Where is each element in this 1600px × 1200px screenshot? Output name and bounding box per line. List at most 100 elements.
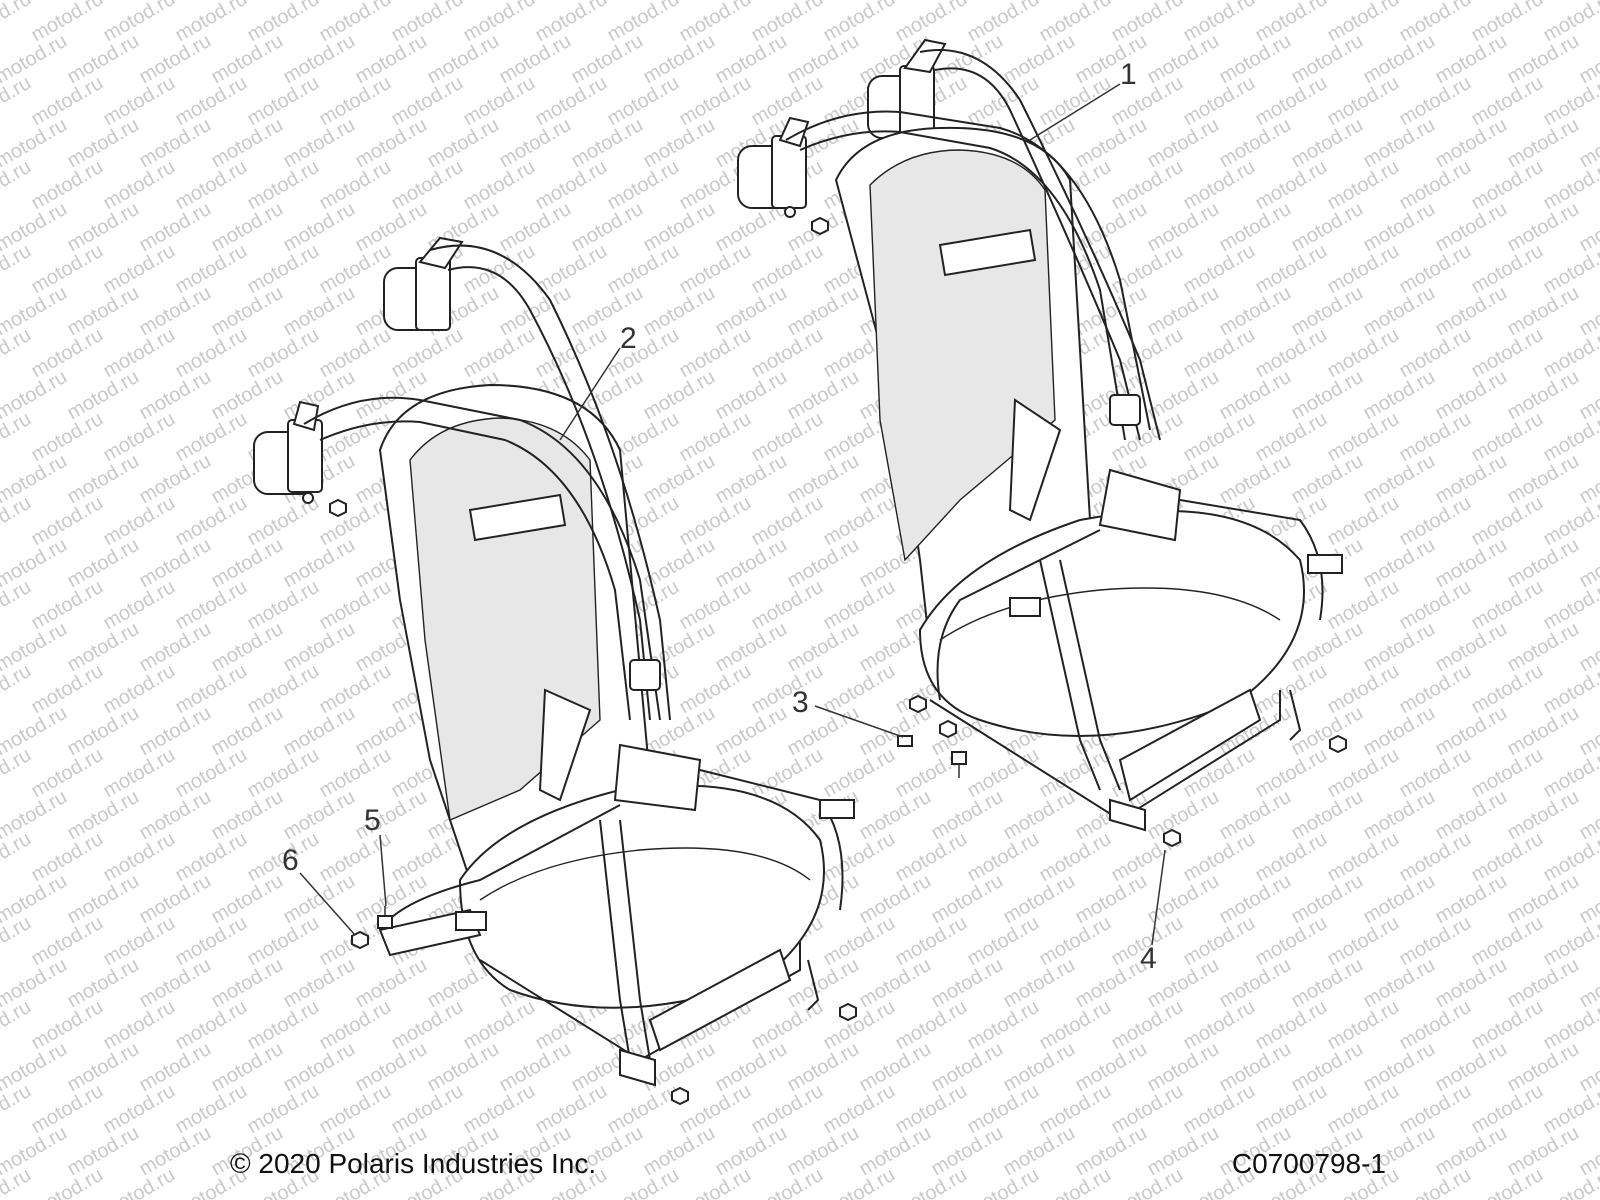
watermark-text: motod.ru	[1108, 324, 1187, 383]
watermark-text: motod.ru	[1396, 0, 1475, 46]
watermark-text: motod.ru	[280, 282, 359, 341]
watermark-text: motod.ru	[280, 870, 359, 929]
watermark-text: motod.ru	[1252, 744, 1331, 803]
watermark-text: motod.ru	[64, 282, 143, 341]
watermark-text: motod.ru	[1216, 282, 1295, 341]
watermark-text: motod.ru	[28, 0, 107, 46]
watermark-text: motod.ru	[1108, 0, 1187, 46]
watermark-text: motod.ru	[280, 618, 359, 677]
watermark-text: motod.ru	[1504, 366, 1583, 425]
watermark-text: motod.ru	[532, 240, 611, 299]
watermark-text: motod.ru	[1000, 870, 1079, 929]
watermark-text: motod.ru	[1504, 1122, 1583, 1181]
watermark-text: motod.ru	[1036, 72, 1115, 131]
watermark-text: motod.ru	[964, 912, 1043, 971]
watermark-text: motod.ru	[1072, 30, 1151, 89]
watermark-text: motod.ru	[1468, 912, 1547, 971]
watermark-text: motod.ru	[784, 1122, 863, 1181]
watermark-text: motod.ru	[712, 534, 791, 593]
watermark-text: motod.ru	[352, 954, 431, 1013]
watermark-text: motod.ru	[460, 0, 539, 46]
watermark-text: motod.ru	[1324, 492, 1403, 551]
watermark-text: motod.ru	[1432, 534, 1511, 593]
watermark-text: motod.ru	[532, 156, 611, 215]
watermark-text: motod.ru	[820, 576, 899, 635]
watermark-text: motod.ru	[64, 198, 143, 257]
watermark-text: motod.ru	[1396, 660, 1475, 719]
watermark-text: motod.ru	[1360, 114, 1439, 173]
watermark-text: motod.ru	[1432, 786, 1511, 845]
watermark-text: motod.ru	[1252, 1080, 1331, 1139]
watermark-text: motod.ru	[208, 702, 287, 761]
watermark-text: motod.ru	[28, 996, 107, 1055]
watermark-text: motod.ru	[712, 702, 791, 761]
watermark-text: motod.ru	[100, 0, 179, 46]
callout-4: 4	[1140, 942, 1157, 975]
watermark-text: motod.ru	[1324, 576, 1403, 635]
watermark-text: motod.ru	[1360, 870, 1439, 929]
watermark-text: motod.ru	[1324, 240, 1403, 299]
watermark-text: motod.ru	[604, 72, 683, 131]
watermark-text: motod.ru	[1432, 198, 1511, 257]
watermark-text: motod.ru	[676, 408, 755, 467]
watermark-text: motod.ru	[1360, 618, 1439, 677]
watermark-text: motod.ru	[280, 30, 359, 89]
watermark-text: motod.ru	[136, 198, 215, 257]
watermark-text: motod.ru	[1504, 786, 1583, 845]
watermark-text: motod.ru	[1288, 366, 1367, 425]
watermark-text: motod.ru	[64, 366, 143, 425]
watermark-text: motod.ru	[208, 1038, 287, 1097]
watermark-text: motod.ru	[856, 1038, 935, 1097]
watermark-text: motod.ru	[172, 408, 251, 467]
watermark-text: motod.ru	[1000, 786, 1079, 845]
watermark-text: motod.ru	[1396, 912, 1475, 971]
watermark-text: motod.ru	[1036, 0, 1115, 46]
watermark-text: motod.ru	[28, 72, 107, 131]
watermark-text: motod.ru	[1180, 828, 1259, 887]
watermark-text: motod.ru	[748, 660, 827, 719]
hardware-group-5-6	[351, 906, 393, 950]
watermark-text: motod.ru	[532, 1080, 611, 1139]
watermark-text: motod.ru	[928, 1122, 1007, 1181]
watermark-text: motod.ru	[1288, 870, 1367, 929]
watermark-text: motod.ru	[172, 576, 251, 635]
watermark-text: motod.ru	[100, 408, 179, 467]
watermark-text: motod.ru	[100, 492, 179, 551]
watermark-text: motod.ru	[1468, 660, 1547, 719]
watermark-text: motod.ru	[784, 30, 863, 89]
watermark-text: motod.ru	[1072, 1122, 1151, 1181]
watermark-text: motod.ru	[1072, 114, 1151, 173]
watermark-text: motod.ru	[1216, 954, 1295, 1013]
watermark-text: motod.ru	[244, 240, 323, 299]
watermark-text: motod.ru	[1396, 492, 1475, 551]
callout-labels: 1 2 3 4 5 6	[282, 58, 1157, 975]
watermark-text: motod.ru	[244, 156, 323, 215]
watermark-text: motod.ru	[748, 1080, 827, 1139]
watermark-text: motod.ru	[676, 240, 755, 299]
watermark-text: motod.ru	[1396, 408, 1475, 467]
watermark-text: motod.ru	[352, 198, 431, 257]
watermark-text: motod.ru	[820, 1080, 899, 1139]
watermark-text: motod.ru	[784, 618, 863, 677]
watermark-text: motod.ru	[496, 1038, 575, 1097]
watermark-text: motod.ru	[1396, 156, 1475, 215]
watermark-text: motod.ru	[172, 1080, 251, 1139]
watermark-text: motod.ru	[460, 1080, 539, 1139]
watermark-text: motod.ru	[1252, 72, 1331, 131]
watermark-text: motod.ru	[820, 744, 899, 803]
watermark-text: motod.ru	[856, 786, 935, 845]
watermark-text: motod.ru	[1504, 534, 1583, 593]
watermark-text: motod.ru	[64, 1038, 143, 1097]
watermark-text: motod.ru	[712, 282, 791, 341]
watermark-text: motod.ru	[604, 240, 683, 299]
watermark-text: motod.ru	[712, 30, 791, 89]
watermark-text: motod.ru	[136, 618, 215, 677]
watermark-text: motod.ru	[1144, 30, 1223, 89]
watermark-text: motod.ru	[1324, 912, 1403, 971]
watermark-text: motod.ru	[1468, 408, 1547, 467]
watermark-text: motod.ru	[640, 30, 719, 89]
seat-assembly-left	[253, 236, 857, 1106]
watermark-text: motod.ru	[784, 1038, 863, 1097]
watermark-text: motod.ru	[280, 114, 359, 173]
